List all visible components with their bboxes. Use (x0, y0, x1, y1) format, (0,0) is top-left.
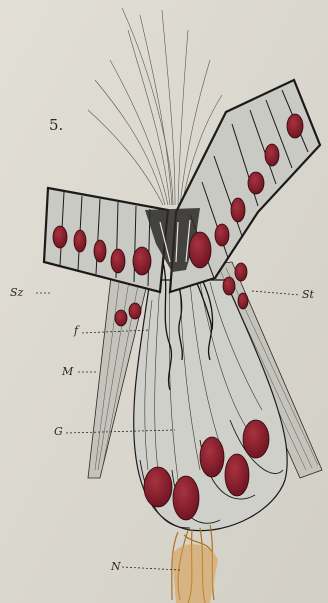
label-m: M (62, 365, 73, 378)
figure-number: 5. (49, 116, 63, 134)
label-sz: Sz (10, 286, 23, 299)
label-st: St (302, 288, 314, 301)
label-f: f (74, 324, 78, 337)
label-g: G (54, 425, 63, 438)
label-n: N (111, 560, 121, 573)
